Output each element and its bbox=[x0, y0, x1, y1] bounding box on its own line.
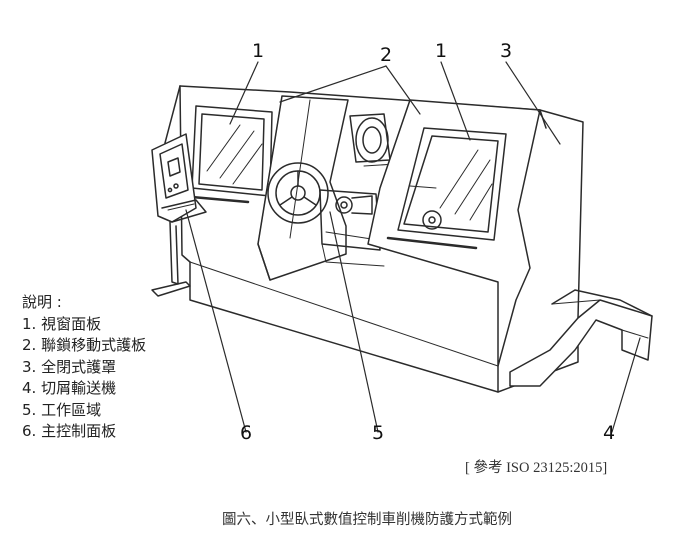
callout-3: 3 bbox=[500, 40, 513, 62]
work-area bbox=[319, 113, 397, 267]
reference-note: [ 參考 ISO 23125:2015] bbox=[465, 460, 608, 476]
legend-item-1: 1. 視窗面板 bbox=[22, 314, 102, 333]
movable-guard-right bbox=[367, 99, 541, 367]
callout-6: 6 bbox=[240, 422, 253, 444]
legend-item-3: 3. 全閉式護罩 bbox=[22, 357, 117, 376]
legend: 說明 : 1. 視窗面板 2. 聯鎖移動式護板 3. 全閉式護罩 4. 切屑輸送… bbox=[22, 292, 146, 443]
chip-conveyor bbox=[509, 289, 653, 387]
legend-item-5: 5. 工作區域 bbox=[22, 400, 102, 419]
callout-5: 5 bbox=[372, 422, 385, 444]
main-control-panel bbox=[151, 133, 207, 297]
chuck-wheel bbox=[267, 162, 329, 224]
leader-lines bbox=[185, 61, 641, 433]
callout-1-left: 1 bbox=[252, 40, 265, 62]
callout-4: 4 bbox=[603, 422, 616, 444]
figure-caption: 圖六、小型臥式數值控制車削機防護方式範例 bbox=[222, 512, 512, 528]
legend-item-2: 2. 聯鎖移動式護板 bbox=[22, 336, 147, 354]
callout-2: 2 bbox=[380, 44, 393, 66]
legend-item-4: 4. 切屑輸送機 bbox=[22, 379, 117, 397]
legend-item-6: 6. 主控制面板 bbox=[22, 422, 117, 440]
callout-1-right: 1 bbox=[435, 40, 448, 62]
left-guard bbox=[179, 85, 273, 263]
legend-heading: 說明 : bbox=[22, 293, 62, 311]
